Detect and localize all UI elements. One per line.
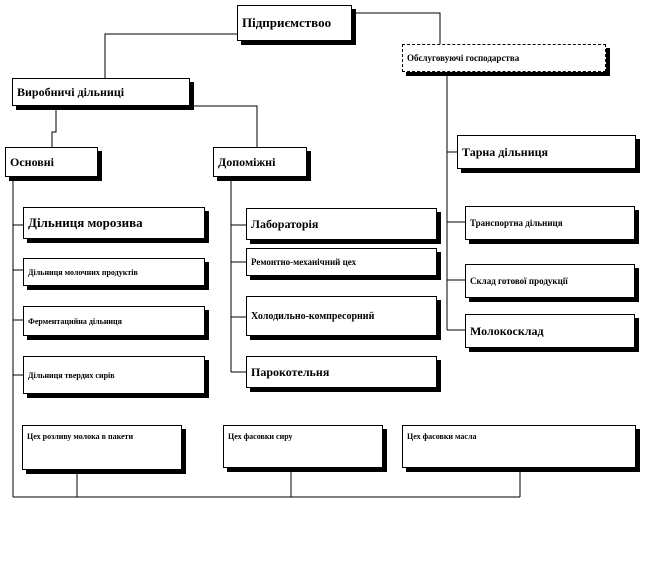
- node-milk-bottling: Цех розливу молока в пакети: [22, 425, 182, 470]
- node-ice-cream: Дільниця морозива: [23, 207, 205, 239]
- node-cheese-packing: Цех фасовки сиру: [223, 425, 383, 468]
- node-boiler: Парокотельня: [246, 356, 437, 388]
- node-transport: Транспортна дільниця: [465, 206, 635, 240]
- node-enterprise: Підприємствоо: [237, 5, 352, 41]
- node-butter-packing: Цех фасовки масла: [402, 425, 636, 468]
- node-fermentation: Ферментацийна дільниця: [23, 306, 205, 336]
- node-service: Обслуговуючі господарства: [402, 44, 606, 72]
- node-dairy: Дільниця молочних продуктів: [23, 258, 205, 286]
- node-milk-storage: Молокосклад: [465, 314, 635, 348]
- node-repair: Ремонтно-механічний цех: [246, 248, 437, 276]
- node-main: Основні: [5, 147, 98, 177]
- node-laboratory: Лабораторія: [246, 208, 437, 240]
- node-warehouse: Склад готової продукції: [465, 264, 635, 298]
- node-hard-cheese: Дільниця твердих сирів: [23, 356, 205, 394]
- node-production: Виробничі дільниці: [12, 78, 190, 106]
- node-auxiliary: Допоміжні: [213, 147, 307, 177]
- node-refrigeration: Холодильно-компресорний: [246, 296, 437, 336]
- node-container: Тарна дільниця: [457, 135, 636, 169]
